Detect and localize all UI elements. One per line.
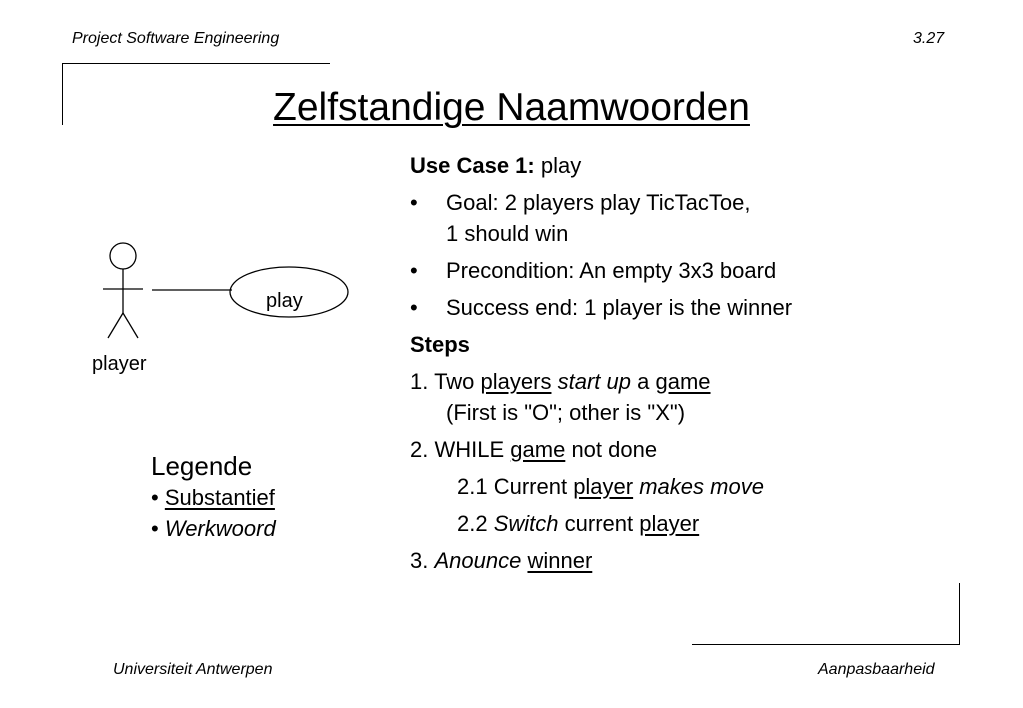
legend-noun: Substantief <box>164 485 275 510</box>
use-case-label: play <box>266 290 303 312</box>
step-2-1-makes-move: makes move <box>639 474 764 499</box>
bullet: • <box>410 258 418 283</box>
precondition-text: Precondition: An empty 3x3 board <box>446 258 777 283</box>
success-text: Success end: 1 player is the winner <box>446 295 793 320</box>
use-case-ellipse <box>229 266 349 318</box>
step-2-2-switch: Switch <box>493 511 559 536</box>
success-line: • Success end: 1 player is the winner <box>410 292 792 323</box>
step-2-1-number: 2.1 Current <box>457 474 568 499</box>
step-1-players: players <box>480 369 552 394</box>
step-1: 1. Two players start up a game <box>410 366 792 397</box>
footer-institution: Universiteit Antwerpen <box>113 661 273 678</box>
actor-right-leg <box>122 312 139 339</box>
use-case-heading: Use Case 1: play <box>410 150 792 181</box>
step-2-game: game <box>510 437 566 462</box>
legend-item-verb: • Werkwoord <box>151 513 276 544</box>
precondition-line: • Precondition: An empty 3x3 board <box>410 255 792 286</box>
step-3-winner: winner <box>527 548 593 573</box>
goal-line: • Goal: 2 players play TicTacToe, <box>410 187 792 218</box>
step-1-start-up: start up <box>557 369 631 394</box>
actor-label: player <box>92 353 147 375</box>
step-2-1: 2.1 Current player makes move <box>410 471 792 502</box>
step-2-2-player: player <box>639 511 700 536</box>
step-2-number: 2. WHILE <box>410 437 505 462</box>
header-course-name: Project Software Engineering <box>72 30 280 47</box>
bullet: • <box>410 295 418 320</box>
step-1-note: (First is "O"; other is "X") <box>446 400 686 425</box>
use-case-label-text: Use Case 1: <box>410 153 535 178</box>
step-3-anounce: Anounce <box>434 548 522 573</box>
corner-line-bottom-horizontal <box>692 644 960 645</box>
legend-item-noun: • Substantief <box>151 482 276 513</box>
step-2-2: 2.2 Switch current player <box>410 508 792 539</box>
legend-title: Legende <box>151 451 253 481</box>
actor-head <box>109 242 137 270</box>
step-2: 2. WHILE game not done <box>410 434 792 465</box>
goal-continuation: 1 should win <box>446 221 569 246</box>
legend-bullet: • <box>151 485 159 510</box>
actor-left-leg <box>107 312 124 339</box>
step-2-1-player: player <box>573 474 634 499</box>
legend: Legende • Substantief • Werkwoord <box>151 450 276 544</box>
use-case-name: play <box>540 153 582 178</box>
footer-topic: Aanpasbaarheid <box>818 661 935 678</box>
corner-line-top-horizontal <box>62 63 330 64</box>
corner-line-bottom-vertical <box>959 583 960 645</box>
slide-number: 3.27 <box>913 30 945 47</box>
step-1-number: 1. Two <box>410 369 475 394</box>
step-1-article: a <box>637 369 650 394</box>
goal-text: Goal: 2 players play TicTacToe, <box>446 190 751 215</box>
legend-bullet: • <box>151 516 159 541</box>
use-case-description: Use Case 1: play • Goal: 2 players play … <box>410 150 792 576</box>
slide-title: Zelfstandige Naamwoorden <box>273 86 750 129</box>
legend-verb: Werkwoord <box>164 516 276 541</box>
bullet: • <box>410 190 418 215</box>
step-3: 3. Anounce winner <box>410 545 792 576</box>
step-1-game: game <box>655 369 711 394</box>
steps-title: Steps <box>410 332 470 357</box>
corner-line-top-vertical <box>62 63 63 125</box>
step-2-2-current: current <box>564 511 634 536</box>
step-2-2-number: 2.2 <box>457 511 488 536</box>
step-2-rest: not done <box>571 437 658 462</box>
step-3-number: 3. <box>410 548 429 573</box>
